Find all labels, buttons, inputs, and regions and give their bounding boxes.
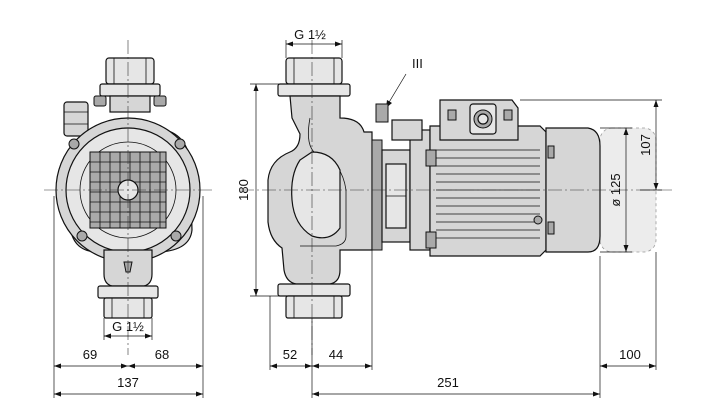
side-axis-to-housing-label: 44 xyxy=(329,347,343,362)
front-view xyxy=(44,40,214,355)
side-dimensions: G 1½ 180 52 44 251 100 xyxy=(236,27,662,398)
terminal-marker-label: III xyxy=(412,56,423,71)
front-dimensions: G 1½ 69 68 137 xyxy=(53,196,204,398)
front-connection-thread-label: G 1½ xyxy=(112,319,144,334)
motor-diameter-label: ø 125 xyxy=(608,173,623,206)
side-motor-body xyxy=(425,125,547,257)
side-top-connection-thread-label: G 1½ xyxy=(294,27,326,42)
side-adapter xyxy=(381,119,431,251)
side-top-connection xyxy=(277,57,351,97)
motor-axis-height-label: 107 xyxy=(638,134,653,156)
terminal-marker: III xyxy=(375,56,423,123)
side-overall-length-label: 251 xyxy=(437,375,459,390)
side-flange-to-axis-label: 52 xyxy=(283,347,297,362)
front-width-total-label: 137 xyxy=(117,375,139,390)
front-width-right-label: 68 xyxy=(155,347,169,362)
front-top-connection xyxy=(99,57,161,113)
side-height-label: 180 xyxy=(236,179,251,201)
motor-removal-clearance-label: 100 xyxy=(619,347,641,362)
side-bottom-connection xyxy=(277,283,351,319)
side-terminal-box xyxy=(439,99,519,141)
side-view: III xyxy=(240,40,672,355)
front-width-left-label: 69 xyxy=(83,347,97,362)
front-terminal-box xyxy=(63,95,167,137)
